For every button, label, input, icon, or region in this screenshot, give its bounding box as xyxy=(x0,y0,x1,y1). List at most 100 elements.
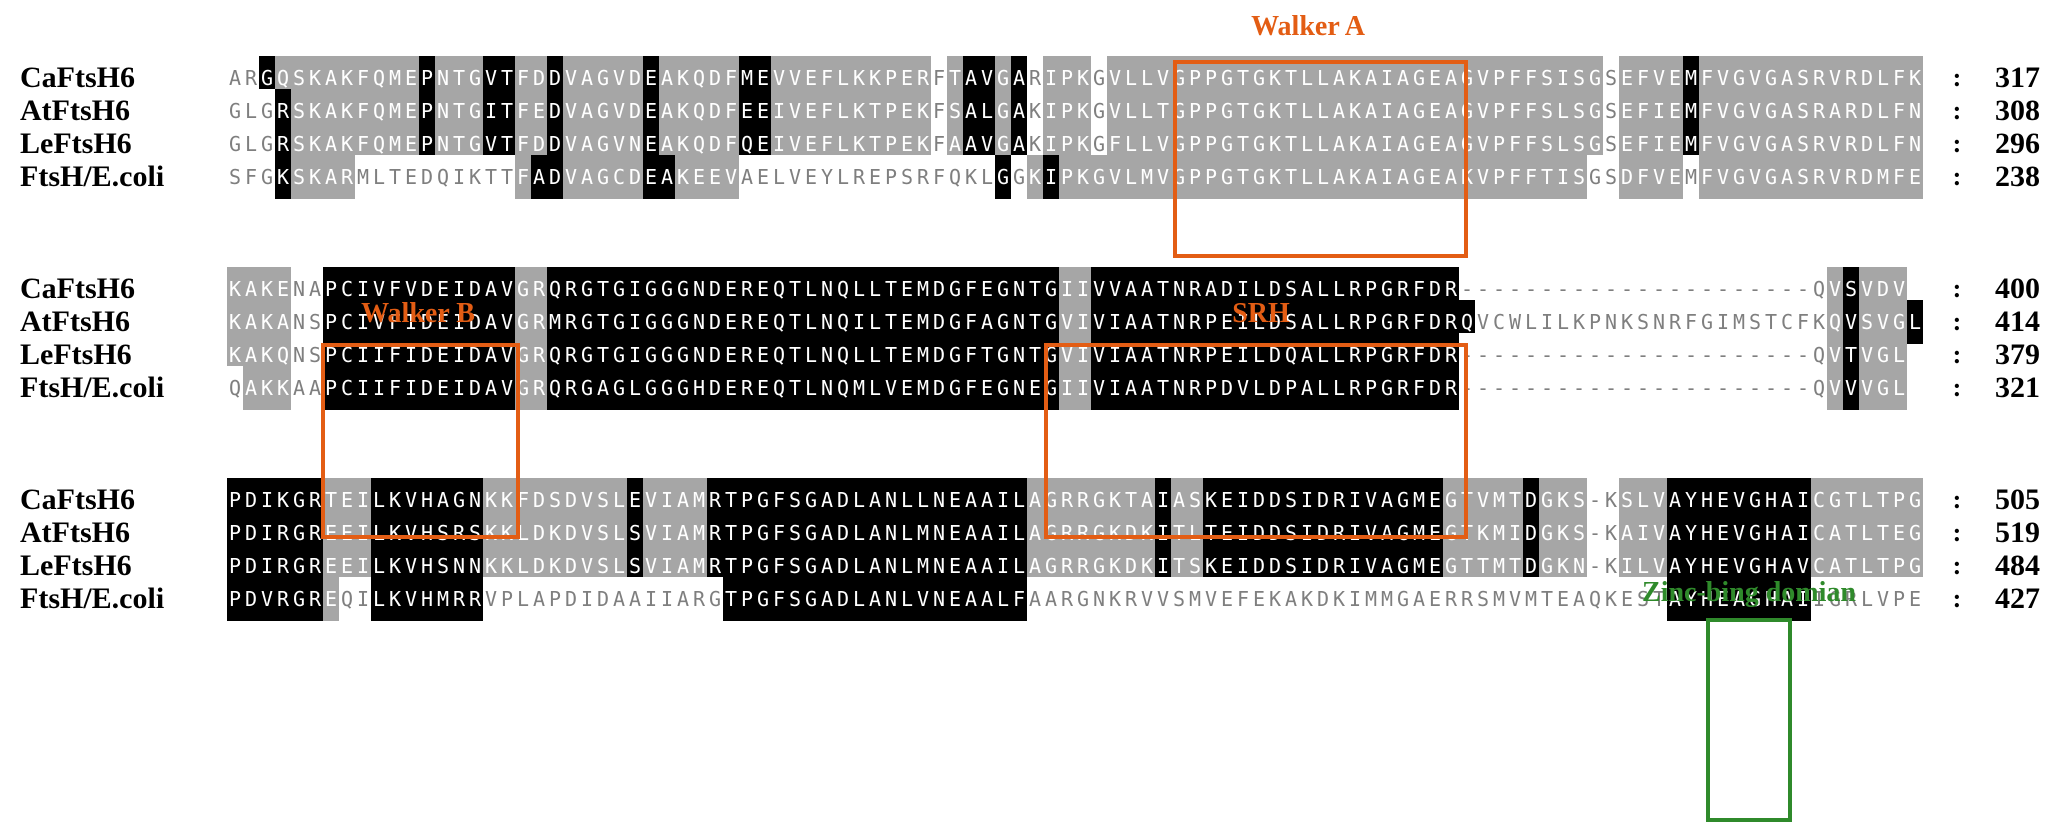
residue: G xyxy=(595,155,611,199)
residue: G xyxy=(1411,155,1427,199)
residue: V xyxy=(1747,155,1763,199)
residue: P xyxy=(1187,155,1203,199)
residue: V xyxy=(259,577,275,621)
residue: K xyxy=(963,155,979,199)
residue: A xyxy=(1139,366,1155,410)
residue: R xyxy=(1811,155,1827,199)
separator-colon: : xyxy=(1952,162,1962,191)
residue: I xyxy=(451,366,467,410)
sequence-name: LeFtsH6 xyxy=(20,127,132,160)
residue: M xyxy=(1363,577,1379,621)
residue: A xyxy=(531,577,547,621)
residue: D xyxy=(467,366,483,410)
residue: L xyxy=(1331,366,1347,410)
residue: A xyxy=(1571,577,1587,621)
residue-position: 238 xyxy=(1995,160,2040,193)
residue: V xyxy=(483,577,499,621)
residue: A xyxy=(1299,366,1315,410)
residue: V xyxy=(1827,155,1843,199)
alignment-gap: - xyxy=(1715,366,1731,410)
residue: L xyxy=(835,155,851,199)
residue: A xyxy=(627,577,643,621)
residue: L xyxy=(1123,155,1139,199)
residue: R xyxy=(1843,155,1859,199)
residue: V xyxy=(787,155,803,199)
residue: D xyxy=(835,577,851,621)
residue: M xyxy=(851,366,867,410)
residue: G xyxy=(1395,577,1411,621)
residue: A xyxy=(1283,577,1299,621)
residue: N xyxy=(931,577,947,621)
residue: L xyxy=(627,366,643,410)
residue: N xyxy=(1011,366,1027,410)
residue: F xyxy=(963,366,979,410)
residue: Q xyxy=(1587,577,1603,621)
residue-position: 519 xyxy=(1995,516,2040,549)
residue: R xyxy=(1347,366,1363,410)
sequence-name: CaFtsH6 xyxy=(20,483,135,516)
residue: Q xyxy=(547,366,563,410)
residue: S xyxy=(1475,577,1491,621)
walker-b-motif-box xyxy=(321,343,520,539)
residue: E xyxy=(755,366,771,410)
residue: P xyxy=(1283,366,1299,410)
alignment-gap: - xyxy=(1603,366,1619,410)
residue: S xyxy=(1635,577,1651,621)
residue: Q xyxy=(947,155,963,199)
residue: I xyxy=(355,577,371,621)
residue: A xyxy=(483,366,499,410)
residue: V xyxy=(1843,366,1859,410)
alignment-gap: - xyxy=(1539,366,1555,410)
residue: A xyxy=(1363,155,1379,199)
residue: V xyxy=(499,366,515,410)
residue: I xyxy=(1043,155,1059,199)
residue: D xyxy=(1219,366,1235,410)
residue: V xyxy=(1235,366,1251,410)
residue: M xyxy=(1491,577,1507,621)
residue: D xyxy=(1859,155,1875,199)
residue: S xyxy=(1171,577,1187,621)
residue: G xyxy=(675,366,691,410)
residue: R xyxy=(1059,577,1075,621)
residue: E xyxy=(947,577,963,621)
residue: F xyxy=(931,155,947,199)
residue: E xyxy=(707,155,723,199)
residue: M xyxy=(355,155,371,199)
alignment-gap: - xyxy=(1619,366,1635,410)
residue-position: 379 xyxy=(1995,338,2040,371)
residue: T xyxy=(787,366,803,410)
residue: D xyxy=(1267,366,1283,410)
residue: R xyxy=(307,577,323,621)
walker-a-motif-box xyxy=(1173,60,1468,258)
separator-colon: : xyxy=(1952,551,1962,580)
residue: A xyxy=(659,155,675,199)
separator-colon: : xyxy=(1952,274,1962,303)
residue: Q xyxy=(435,155,451,199)
residue: L xyxy=(1859,577,1875,621)
residue: R xyxy=(531,366,547,410)
residue: V xyxy=(1715,155,1731,199)
residue: G xyxy=(707,577,723,621)
residue: R xyxy=(915,155,931,199)
residue: Y xyxy=(819,155,835,199)
alignment-gap: - xyxy=(1491,366,1507,410)
residue: E xyxy=(755,155,771,199)
residue: F xyxy=(515,155,531,199)
residue: H xyxy=(1699,577,1715,621)
residue: G xyxy=(579,366,595,410)
residue: F xyxy=(1523,155,1539,199)
residue: G xyxy=(1875,366,1891,410)
residue-position: 321 xyxy=(1995,371,2040,404)
residue: V xyxy=(1475,155,1491,199)
residue: L xyxy=(1315,155,1331,199)
residue: R xyxy=(339,155,355,199)
separator-colon: : xyxy=(1952,584,1962,613)
alignment-gap: - xyxy=(1555,366,1571,410)
residue: S xyxy=(899,155,915,199)
sequence-name: FtsH/E.coli xyxy=(20,582,165,615)
residue: M xyxy=(435,577,451,621)
residue: A xyxy=(1443,155,1459,199)
residue: M xyxy=(1683,155,1699,199)
residue: I xyxy=(1347,577,1363,621)
residue: A xyxy=(1331,155,1347,199)
